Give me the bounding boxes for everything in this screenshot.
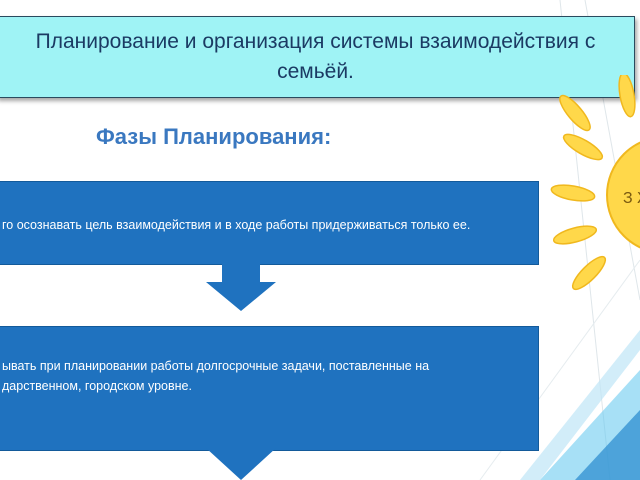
slide-title: Планирование и организация системы взаим… [0, 16, 635, 98]
sun-text: З Ж [623, 190, 640, 207]
phase-1-text: го осознавать цель взаимодействия и в хо… [2, 218, 471, 232]
phase-2-text-line-1: ывать при планировании работы долгосрочн… [2, 359, 430, 373]
phase-2-box: ывать при планировании работы долгосрочн… [0, 326, 539, 451]
down-arrow-icon [206, 264, 276, 311]
phase-2-text-line-2: дарственном, городском уровне. [2, 379, 192, 393]
phase-1-box: го осознавать цель взаимодействия и в хо… [0, 181, 539, 265]
sun-icon: З Ж [550, 75, 640, 291]
phases-heading: Фазы Планирования: [96, 124, 332, 149]
down-arrow-icon [206, 428, 276, 480]
slide-title-text: Планирование и организация системы взаим… [35, 30, 596, 83]
